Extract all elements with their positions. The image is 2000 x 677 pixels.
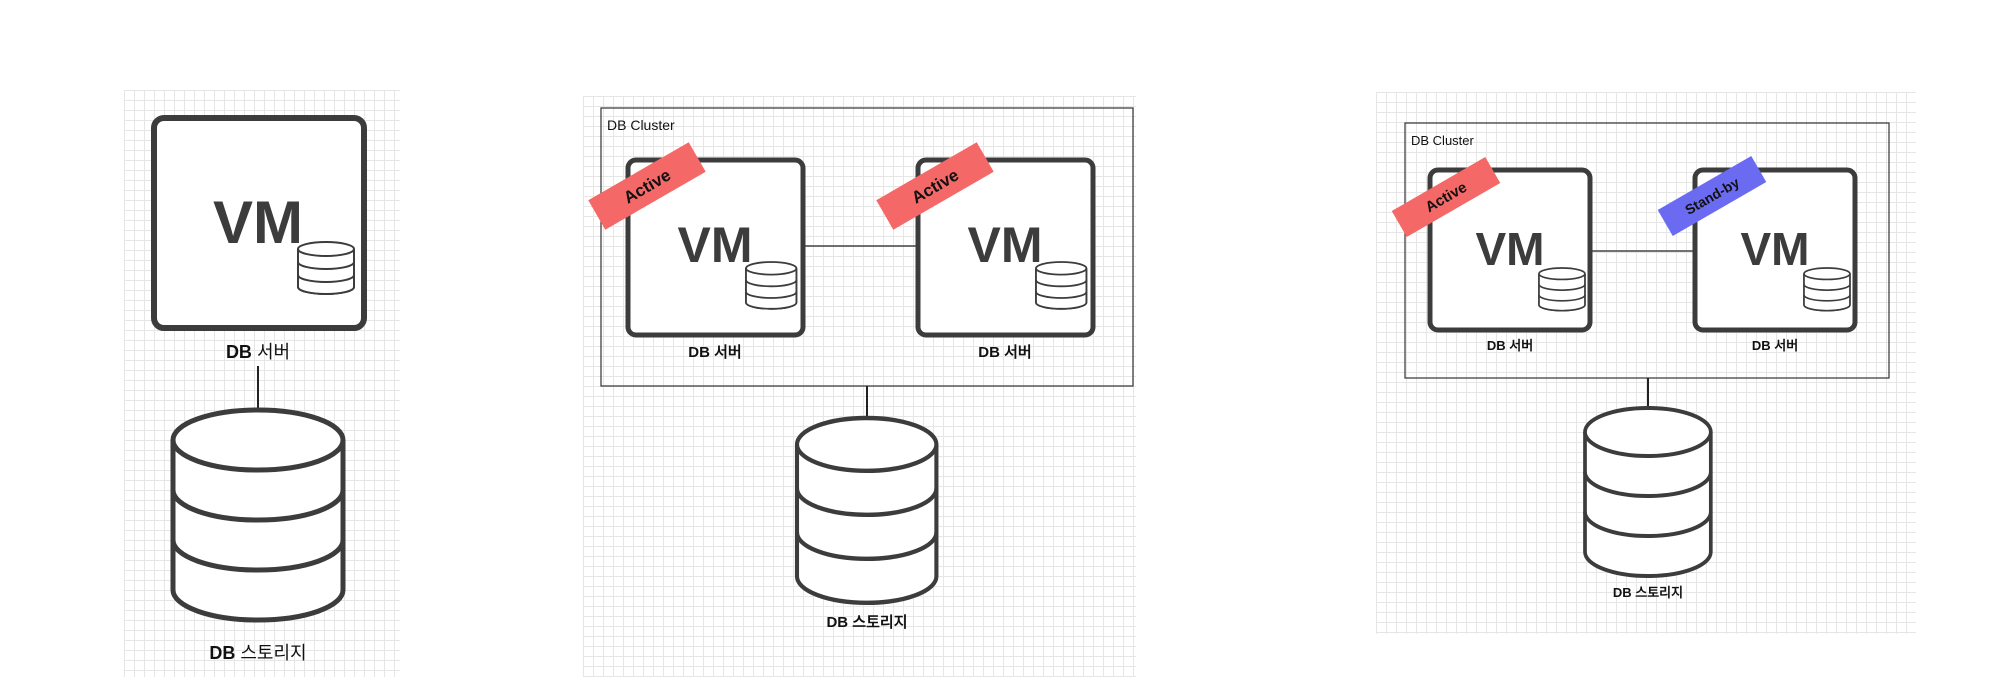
storage-label: DB 스토리지 bbox=[209, 643, 306, 663]
server-label: DB 서버 bbox=[226, 342, 290, 362]
server-label: DB 서버 bbox=[1752, 338, 1798, 353]
storage-database-icon bbox=[1585, 408, 1711, 576]
server-label: DB 서버 bbox=[1487, 338, 1533, 353]
storage-label: DB 스토리지 bbox=[826, 614, 907, 631]
vm-label: VM bbox=[213, 189, 303, 256]
server-label: DB 서버 bbox=[978, 344, 1031, 361]
db-server-right: VM DB 서버 bbox=[1692, 167, 1858, 353]
database-icon bbox=[1035, 261, 1088, 310]
cluster-label: DB Cluster bbox=[1411, 133, 1475, 148]
vm-label: VM bbox=[1741, 223, 1810, 275]
vm-label: VM bbox=[678, 217, 753, 273]
single-db-server: VM DB 서버 bbox=[151, 115, 367, 362]
database-icon bbox=[745, 261, 798, 310]
storage-database-icon bbox=[173, 410, 343, 620]
database-icon bbox=[1803, 267, 1851, 312]
database-icon bbox=[1538, 267, 1586, 312]
vm-label: VM bbox=[1476, 223, 1545, 275]
db-server-left: VM DB 서버 bbox=[1427, 167, 1593, 353]
storage-label: DB 스토리지 bbox=[1613, 585, 1683, 600]
storage-database-icon bbox=[797, 418, 936, 603]
db-server-right: VM DB 서버 bbox=[915, 157, 1096, 361]
vm-label: VM bbox=[968, 217, 1043, 273]
database-icon bbox=[297, 241, 355, 295]
server-label: DB 서버 bbox=[688, 344, 741, 361]
cluster-label: DB Cluster bbox=[607, 117, 675, 133]
db-server-left: VM DB 서버 bbox=[625, 157, 806, 361]
